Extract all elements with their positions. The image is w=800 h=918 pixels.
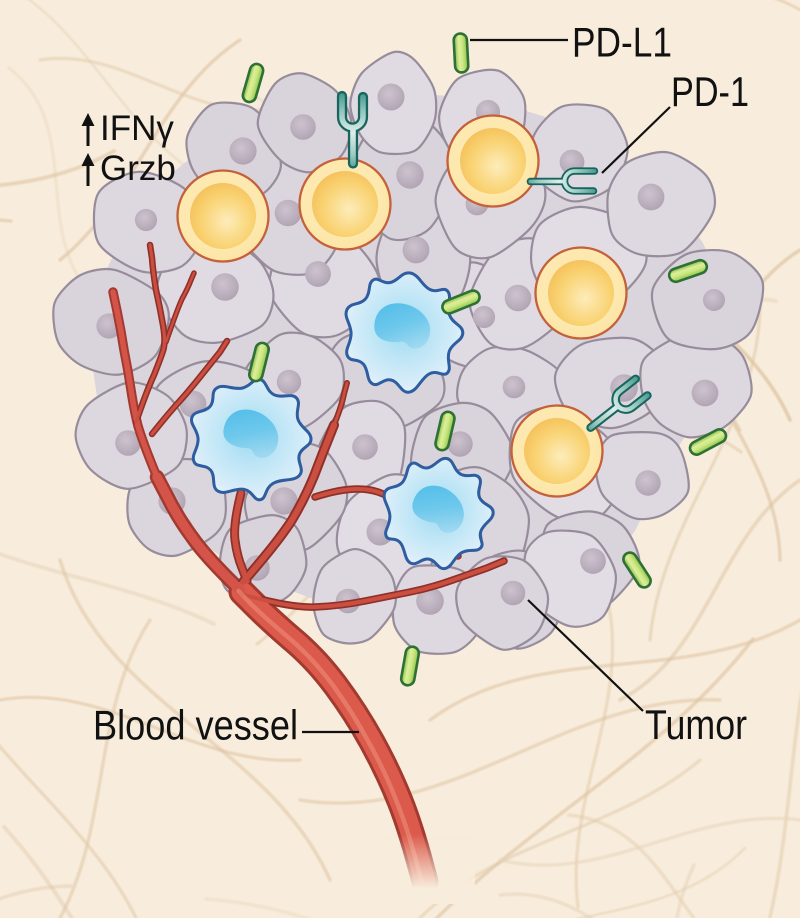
svg-text:Tumor: Tumor — [645, 701, 747, 748]
svg-text:IFNγ: IFNγ — [100, 109, 174, 148]
svg-text:Blood vessel: Blood vessel — [93, 702, 298, 749]
svg-text:PD-1: PD-1 — [671, 68, 749, 115]
svg-text:PD-L1: PD-L1 — [572, 19, 672, 66]
svg-text:Grzb: Grzb — [100, 149, 176, 188]
